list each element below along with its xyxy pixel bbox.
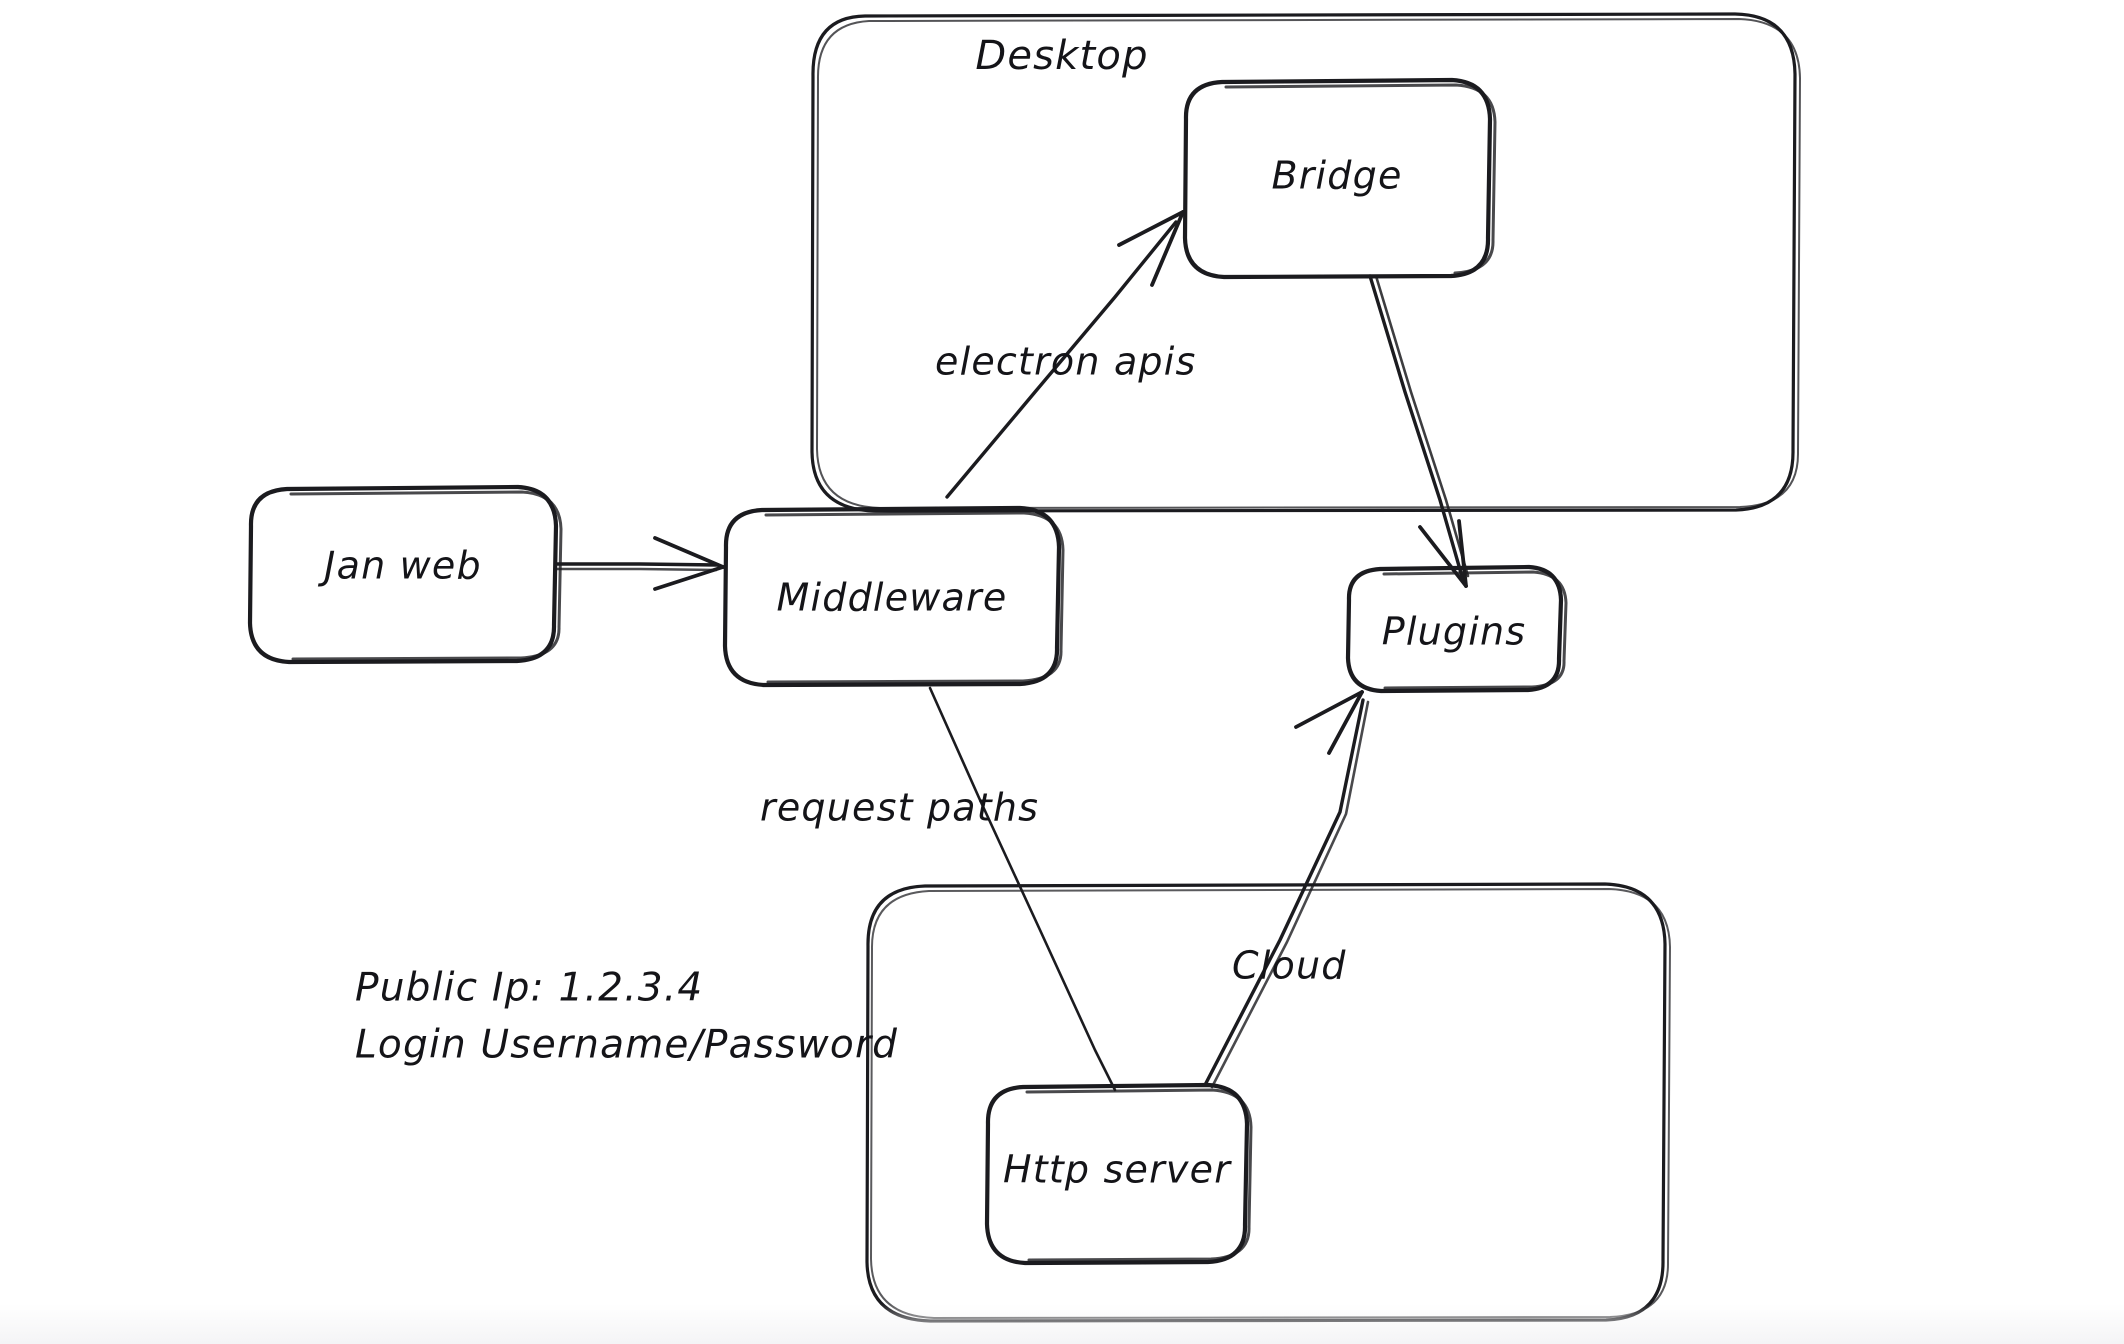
bridge-border-inner bbox=[1224, 83, 1497, 275]
node-label-middleware: Middleware bbox=[777, 576, 1008, 620]
node-http-server[interactable]: Http server bbox=[984, 1082, 1253, 1266]
bridge-border-outer bbox=[1182, 77, 1493, 280]
jan-web-border-outer bbox=[247, 484, 559, 665]
edge-bridge-plugins-line-a bbox=[1368, 274, 1465, 582]
edge-middleware-bridge-line bbox=[945, 220, 1178, 499]
node-label-plugins: Plugins bbox=[1382, 610, 1527, 654]
edge-middleware-to-bridge[interactable]: electron apis bbox=[935, 210, 1197, 499]
container-desktop[interactable]: Desktop bbox=[810, 12, 1801, 513]
edge-janweb-middleware-arrowhead-a bbox=[653, 536, 725, 569]
http-server-border-inner bbox=[1025, 1088, 1253, 1262]
note-login-credentials: Login Username/Password bbox=[355, 1023, 898, 1068]
edge-bridge-to-plugins[interactable] bbox=[1368, 274, 1470, 588]
jan-web-border-inner bbox=[289, 490, 563, 661]
node-plugins[interactable]: Plugins bbox=[1345, 564, 1568, 694]
edge-label-cloud: Cloud bbox=[1232, 944, 1347, 988]
edge-bridge-plugins-arrowhead-b bbox=[1457, 519, 1468, 588]
desktop-border-outer bbox=[810, 12, 1797, 513]
edge-janweb-middleware-arrowhead-b bbox=[653, 565, 725, 591]
edge-janweb-middleware-line-b bbox=[554, 567, 718, 572]
edge-label-request-paths: request paths bbox=[760, 786, 1039, 830]
middleware-border-inner bbox=[764, 511, 1065, 684]
node-bridge[interactable]: Bridge bbox=[1182, 77, 1497, 280]
plugins-border-inner bbox=[1382, 570, 1568, 690]
edge-middleware-bridge-arrowhead-a bbox=[1117, 210, 1185, 247]
edge-httpserver-plugins-line-b bbox=[1210, 700, 1370, 1089]
edge-middleware-bridge-arrowhead-b bbox=[1150, 210, 1185, 287]
edge-httpserver-plugins-line-a bbox=[1203, 698, 1365, 1087]
edge-bridge-plugins-line-b bbox=[1374, 274, 1470, 578]
edge-http-server-to-plugins[interactable]: Cloud bbox=[1203, 690, 1370, 1089]
edge-label-electron-apis: electron apis bbox=[935, 340, 1197, 384]
edge-middleware-to-http-server[interactable]: request paths bbox=[760, 686, 1117, 1092]
node-label-bridge: Bridge bbox=[1271, 154, 1402, 198]
desktop-border-inner bbox=[816, 18, 1801, 509]
note-public-ip: Public Ip: 1.2.3.4 bbox=[355, 966, 703, 1011]
node-jan-web[interactable]: Jan web bbox=[247, 484, 563, 665]
plugins-border-outer bbox=[1345, 564, 1564, 694]
edge-janweb-middleware-line-a bbox=[554, 562, 720, 567]
edge-jan-web-to-middleware[interactable] bbox=[554, 536, 725, 591]
edge-httpserver-plugins-arrowhead-b bbox=[1327, 690, 1364, 755]
edge-bridge-plugins-arrowhead-a bbox=[1418, 525, 1468, 588]
edge-middleware-httpserver-line bbox=[928, 686, 1117, 1092]
edge-httpserver-plugins-arrowhead-a bbox=[1294, 690, 1364, 729]
container-label-desktop: Desktop bbox=[975, 33, 1148, 79]
node-label-http-server: Http server bbox=[1003, 1148, 1232, 1192]
node-label-jan-web: Jan web bbox=[317, 544, 482, 588]
node-middleware[interactable]: Middleware bbox=[722, 505, 1065, 688]
notes-block: Public Ip: 1.2.3.4 Login Username/Passwo… bbox=[355, 966, 898, 1068]
